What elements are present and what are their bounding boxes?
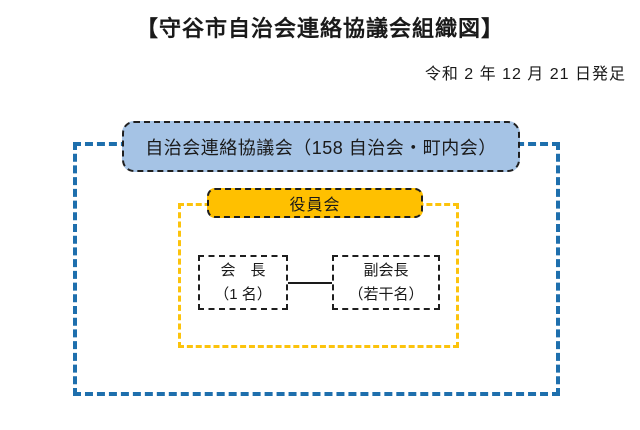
vice-chairman-box: 副会長 （若干名） <box>332 255 440 310</box>
establishment-date: 令和 2 年 12 月 21 日発足 <box>424 66 626 83</box>
council-header-box: 自治会連絡協議会（158 自治会・町内会） <box>122 121 520 172</box>
board-header-box: 役員会 <box>207 188 423 218</box>
council-label: 自治会連絡協議会（158 自治会・町内会） <box>145 137 497 158</box>
vice-chairman-title: 副会長 <box>363 262 409 280</box>
chairman-vice-connector-line <box>288 282 332 284</box>
chairman-title: 会 長 <box>220 262 266 280</box>
chairman-count: （1 名） <box>214 285 272 303</box>
chairman-box: 会 長 （1 名） <box>198 255 288 310</box>
board-label: 役員会 <box>289 197 341 214</box>
vice-chairman-count: （若干名） <box>348 285 424 303</box>
page-title: 【守谷市自治会連絡協議会組織図】 <box>135 16 504 41</box>
